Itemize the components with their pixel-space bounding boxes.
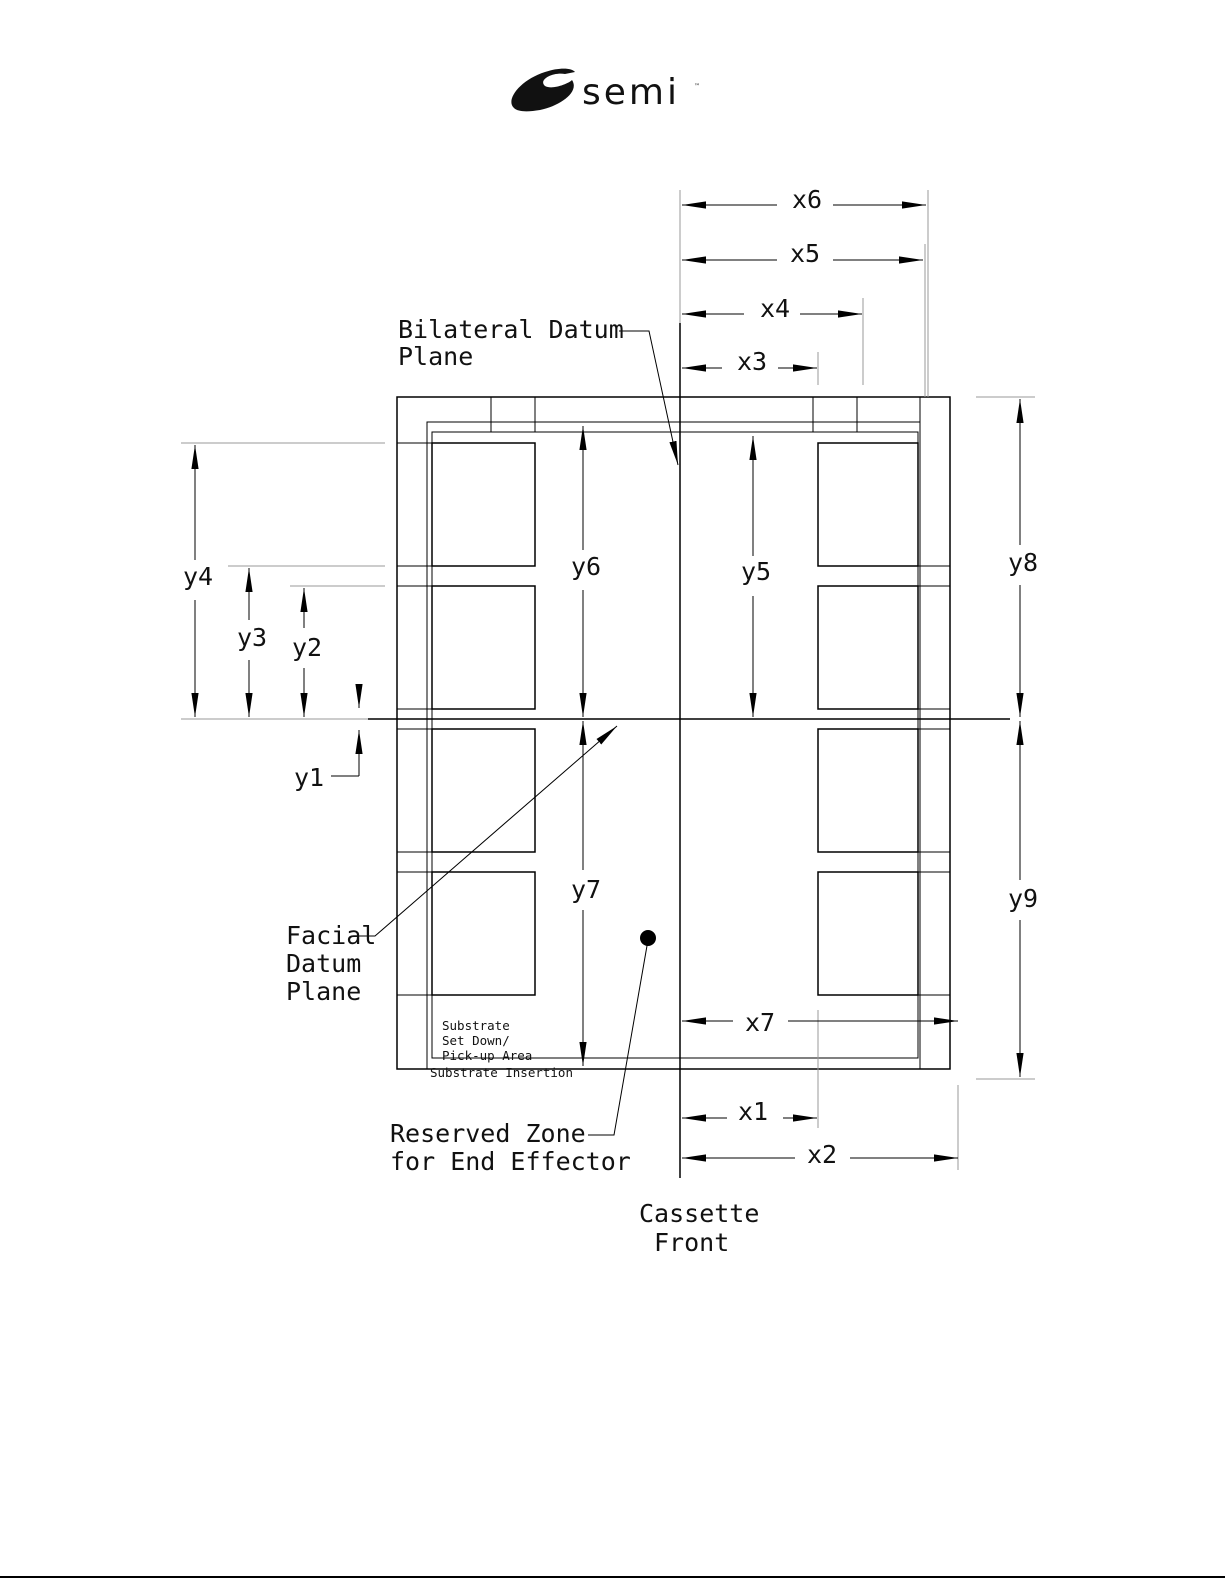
y9-label: y9 xyxy=(1008,884,1038,913)
callout-leaders xyxy=(352,331,678,1135)
x2-label: x2 xyxy=(807,1140,837,1169)
x5-label: x5 xyxy=(790,239,820,268)
x7-label: x7 xyxy=(745,1008,775,1037)
x3-label: x3 xyxy=(737,347,767,376)
y3-label: y3 xyxy=(237,623,267,652)
trademark-mark: ™ xyxy=(694,83,700,90)
cassette-front-line1: Cassette xyxy=(639,1199,759,1228)
y8-label: y8 xyxy=(1008,548,1038,577)
y7-label: y7 xyxy=(571,875,601,904)
footer-rule xyxy=(0,1576,1225,1578)
semi-wordmark: semi xyxy=(582,72,680,113)
y1-label: y1 xyxy=(294,763,324,792)
semi-logo: semi ™ xyxy=(511,69,700,113)
facial-datum-leader xyxy=(352,726,617,936)
x-dimensions: x6 x5 x4 x3 x7 x1 x2 xyxy=(682,185,958,1169)
semi-swoosh-icon xyxy=(511,69,575,112)
reserved-zone-line2: for End Effector xyxy=(390,1147,631,1176)
cassette-outline xyxy=(397,397,950,1069)
bilateral-datum-line1: Bilateral Datum xyxy=(398,315,624,344)
bilateral-datum-leader xyxy=(619,331,678,465)
facial-datum-line2: Datum xyxy=(286,949,361,978)
end-effector-reserved-dot xyxy=(640,930,656,946)
facial-datum-line1: Facial xyxy=(286,921,376,950)
reserved-zone-line1: Reserved Zone xyxy=(390,1119,586,1148)
x6-label: x6 xyxy=(792,185,822,214)
y4-label: y4 xyxy=(183,562,213,591)
reserved-zone-leader xyxy=(588,940,648,1135)
cassette-front-line2: Front xyxy=(654,1228,729,1257)
x4-label: x4 xyxy=(760,294,790,323)
x1-label: x1 xyxy=(738,1097,768,1126)
substrate-area-line2: Set Down/ xyxy=(442,1033,510,1048)
y6-label: y6 xyxy=(571,552,601,581)
substrate-insertion-label: Substrate Insertion xyxy=(430,1065,573,1080)
facial-datum-line3: Plane xyxy=(286,977,361,1006)
callout-text: Bilateral Datum Plane Facial Datum Plane… xyxy=(286,315,759,1257)
y2-label: y2 xyxy=(292,633,322,662)
substrate-area-line1: Substrate xyxy=(442,1018,510,1033)
y5-label: y5 xyxy=(741,557,771,586)
substrate-area-line3: Pick-up Area xyxy=(442,1048,532,1063)
bilateral-datum-line2: Plane xyxy=(398,342,473,371)
